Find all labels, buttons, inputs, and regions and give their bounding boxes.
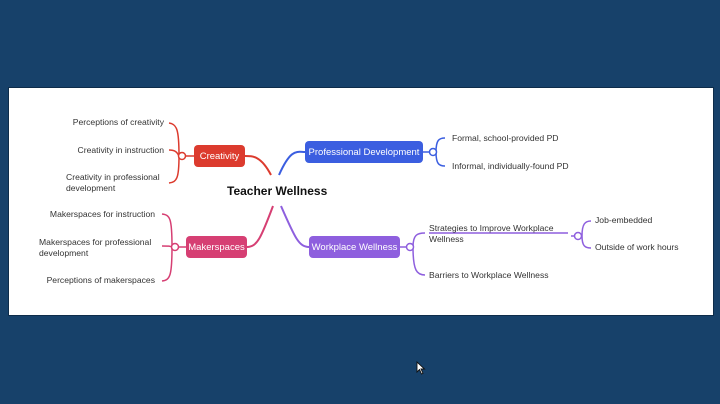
makerspaces-collapse-knob — [170, 242, 180, 252]
leaf-job-embedded[interactable]: Job-embedded — [595, 215, 653, 225]
leaf-outside-work-hours[interactable]: Outside of work hours — [595, 242, 679, 252]
leaf-perceptions-of-creativity[interactable]: Perceptions of creativity — [72, 117, 164, 127]
branch-professional-development[interactable]: Professional Development — [305, 141, 423, 163]
leaf-creativity-in-pd[interactable]: Creativity in professional development — [66, 172, 160, 193]
root-node[interactable]: Teacher Wellness — [227, 184, 328, 198]
branch-makerspaces[interactable]: Makerspaces — [186, 236, 247, 258]
leaf-formal-pd[interactable]: Formal, school-provided PD — [452, 133, 559, 143]
leaf-makerspaces-for-pd[interactable]: Makerspaces for professional development — [39, 237, 152, 258]
leaf-perceptions-of-makerspaces[interactable]: Perceptions of makerspaces — [46, 275, 155, 285]
creativity-collapse-knob — [177, 151, 187, 161]
mindmap-canvas: Teacher Wellness Creativity Makerspaces … — [9, 88, 713, 315]
leaf-informal-pd[interactable]: Informal, individually-found PD — [452, 161, 569, 171]
connector-root-creativity — [244, 155, 272, 176]
mindmap-connectors — [161, 122, 592, 282]
leaf-barriers-workplace-wellness[interactable]: Barriers to Workplace Wellness — [429, 270, 549, 280]
workplace-collapse-knob — [405, 242, 415, 252]
leaf-creativity-in-instruction[interactable]: Creativity in instruction — [77, 145, 164, 155]
pd-collapse-knob — [428, 147, 438, 157]
strategies-collapse-knob — [573, 231, 583, 241]
connector-root-makerspaces — [246, 205, 274, 248]
mouse-pointer-icon — [416, 361, 426, 375]
leaf-strategies-workplace-wellness[interactable]: Strategies to Improve Workplace Wellness — [429, 223, 554, 244]
branch-workplace-wellness[interactable]: Workplace Wellness — [309, 236, 400, 258]
connector-root-workplace — [280, 205, 310, 248]
connector-root-pd — [278, 150, 306, 176]
leaf-makerspaces-for-instruction[interactable]: Makerspaces for instruction — [49, 209, 155, 219]
branch-creativity[interactable]: Creativity — [194, 145, 245, 167]
